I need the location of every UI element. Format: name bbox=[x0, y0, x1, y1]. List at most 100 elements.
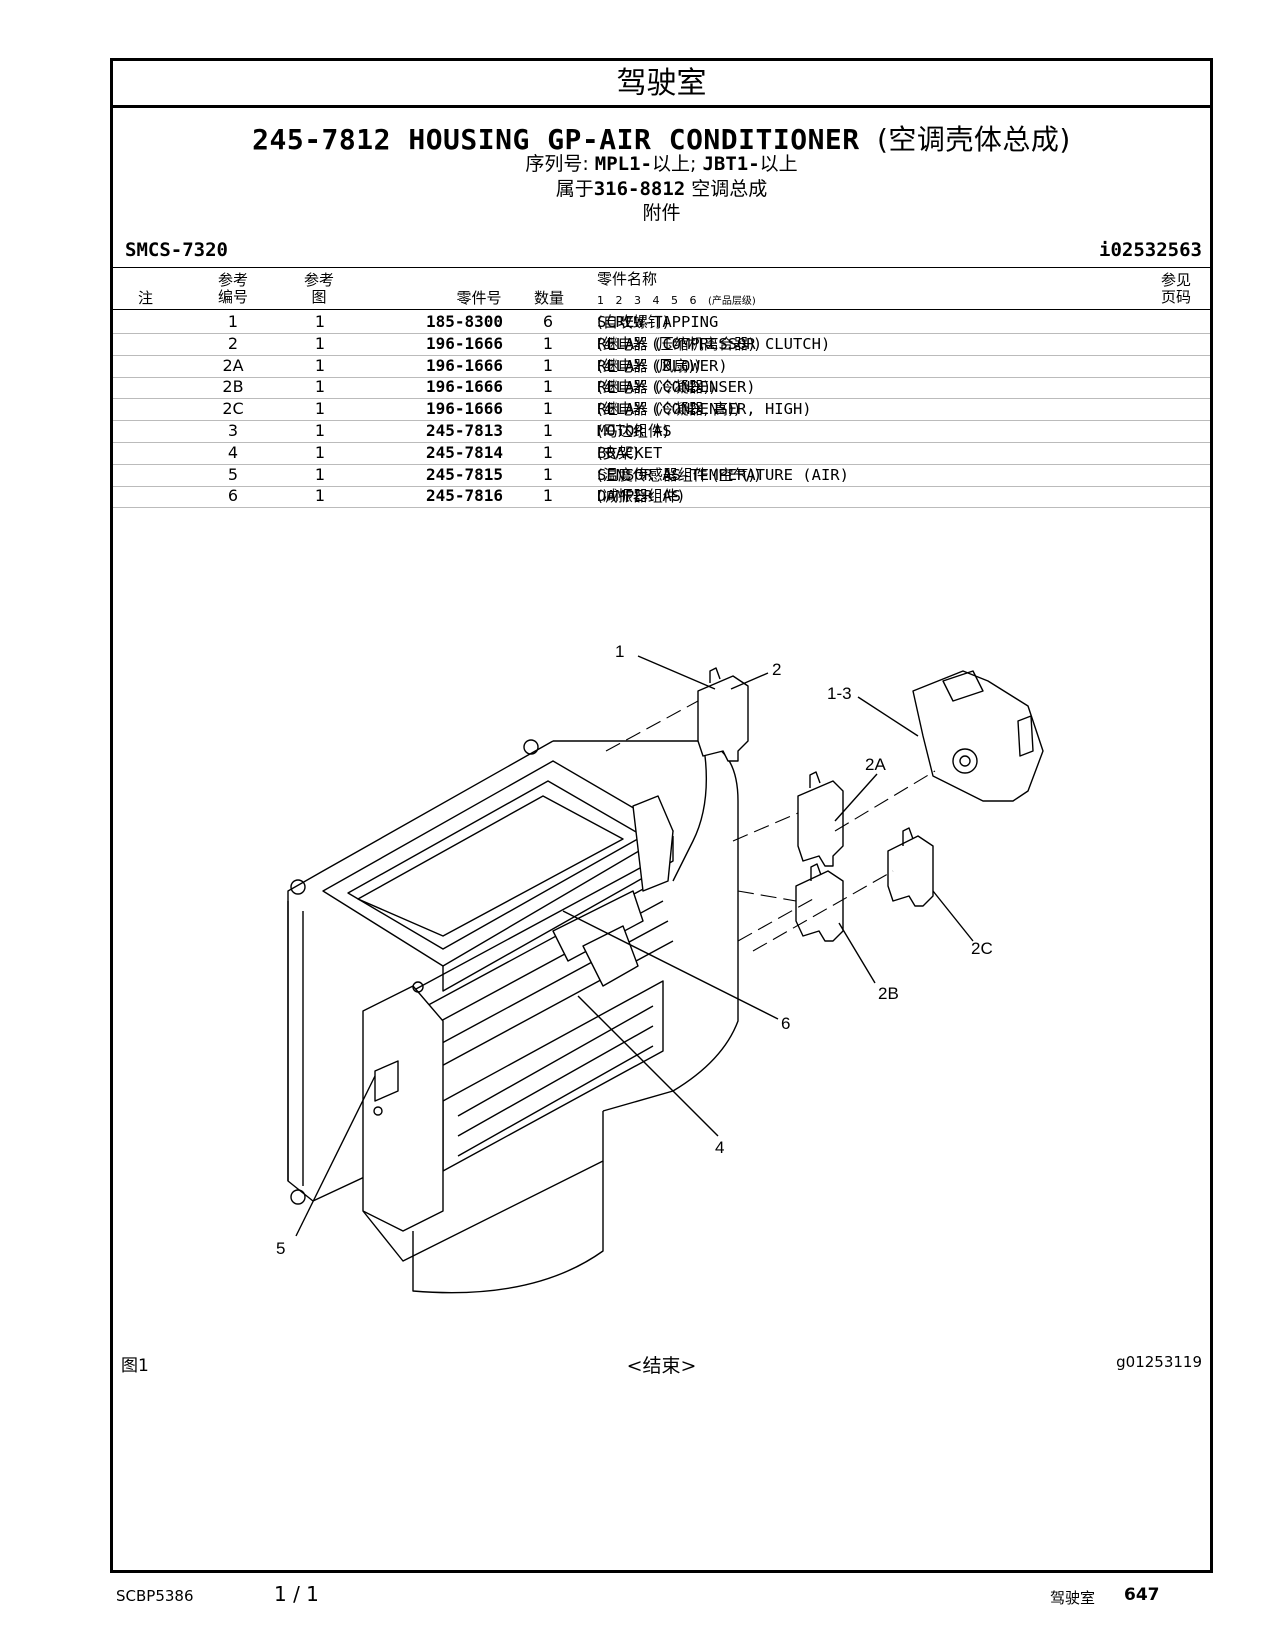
page-frame: 驾驶室 245-7812 HOUSING GP-AIR CONDITIONER … bbox=[110, 58, 1213, 1573]
part-number-cell: 196-1666 bbox=[425, 377, 503, 397]
doc-id: i02532563 bbox=[1099, 239, 1202, 261]
table-row: 1 1 185-8300 6 SCREW-TAPPING (自攻螺钉) bbox=[113, 311, 1210, 334]
fig-cell: 1 bbox=[314, 421, 326, 440]
hdr-see-1: 参见 bbox=[1160, 271, 1191, 289]
callout-1-3: 1-3 bbox=[827, 684, 852, 703]
title-cn: (空调壳体总成) bbox=[877, 123, 1071, 156]
part-name-cn: (自攻螺钉) bbox=[597, 313, 669, 331]
header-rule bbox=[113, 267, 1210, 268]
part-name-cn: (继电器 (压缩机离合器)) bbox=[597, 334, 761, 353]
footer-page-number: 647 bbox=[1124, 1585, 1160, 1605]
qty-cell: 1 bbox=[542, 377, 554, 397]
serial-prefix: 序列号: bbox=[525, 153, 589, 175]
callout-5: 5 bbox=[276, 1239, 285, 1258]
hdr-levels-cn: (产品层级) bbox=[707, 296, 756, 307]
part-name-cn: (马达组件) bbox=[597, 422, 669, 440]
belongs-prefix: 属于 bbox=[555, 178, 594, 200]
qty-cell: 1 bbox=[542, 442, 554, 462]
hdr-name: 零件名称 bbox=[597, 270, 658, 288]
fig-cell: 1 bbox=[314, 464, 326, 484]
ref-cell: 3 bbox=[227, 421, 239, 440]
part-name-cn: (减振器组件) bbox=[597, 487, 684, 506]
part-name-en: SENSOR AS-TEMPERATURE (AIR) bbox=[597, 465, 849, 484]
hdr-ref-2: 编号 bbox=[217, 288, 248, 306]
callout-6: 6 bbox=[781, 1014, 790, 1033]
serial-1-cn: 以上; bbox=[651, 153, 697, 175]
smcs-code: SMCS-7320 bbox=[125, 239, 228, 261]
attachment-line: 附件 bbox=[642, 202, 681, 224]
part-name-cn: (继电器 (冷凝器, 高)) bbox=[597, 400, 740, 419]
qty-cell: 6 bbox=[542, 312, 554, 331]
hdr-qty: 数量 bbox=[533, 289, 564, 307]
title-name: HOUSING GP-AIR CONDITIONER bbox=[408, 123, 860, 156]
qty-cell: 1 bbox=[542, 399, 554, 419]
graphic-id: g01253119 bbox=[1116, 1353, 1202, 1371]
qty-cell: 1 bbox=[542, 464, 554, 484]
belongs-cn: 空调总成 bbox=[691, 178, 768, 200]
part-name-en: BRACKET bbox=[597, 443, 663, 462]
part-name-cn: (继电器 (冷凝器)) bbox=[597, 378, 716, 397]
hdr-fig: 参考 图 bbox=[299, 272, 339, 306]
footer-page-fraction: 1 / 1 bbox=[274, 1582, 319, 1606]
part-name-en: MOTOR AS bbox=[597, 422, 672, 440]
ref-cell: 2A bbox=[222, 355, 244, 375]
part-number-cell: 245-7814 bbox=[425, 442, 503, 462]
part-name-en: RELAY (COMPRESSOR CLUTCH) bbox=[597, 334, 831, 353]
part-number-cell: 196-1666 bbox=[425, 399, 503, 419]
fig-cell: 1 bbox=[314, 399, 326, 419]
part-name-en: RELAY (BLOWER) bbox=[597, 356, 728, 375]
fig-cell: 1 bbox=[314, 312, 326, 331]
hdr-ref-1: 参考 bbox=[217, 271, 248, 289]
table-row: 2A 1 196-1666 1 RELAY (BLOWER) (继电器 (风扇)) bbox=[113, 355, 1210, 378]
part-name-cn: (继电器 (风扇)) bbox=[597, 356, 701, 375]
hdr-ref: 参考 编号 bbox=[213, 272, 253, 306]
part-name-en: DAMPER AS bbox=[597, 487, 681, 506]
qty-cell: 1 bbox=[542, 355, 554, 375]
part-number-cell: 185-8300 bbox=[425, 312, 503, 331]
serial-2-cn: 以上 bbox=[759, 153, 798, 175]
hdr-fig-2: 图 bbox=[311, 288, 327, 306]
serial-1: MPL1- bbox=[594, 153, 652, 175]
fig-cell: 1 bbox=[314, 333, 326, 353]
end-label: <结束> bbox=[626, 1355, 697, 1377]
figure-label: 图1 bbox=[121, 1356, 149, 1376]
section-title: 驾驶室 bbox=[113, 61, 1210, 108]
fig-cell: 1 bbox=[314, 442, 326, 462]
callout-1: 1 bbox=[615, 642, 624, 661]
ref-cell: 2B bbox=[222, 377, 244, 397]
table-row: 2B 1 196-1666 1 RELAY (CONDENSER) (继电器 (冷凝器)… bbox=[113, 376, 1210, 400]
ref-cell: 4 bbox=[227, 442, 239, 462]
part-name-en: RELAY (CONDENSER) bbox=[597, 378, 756, 397]
ref-cell: 6 bbox=[227, 486, 239, 506]
hdr-see-2: 页码 bbox=[1160, 288, 1191, 306]
part-number-cell: 245-7815 bbox=[425, 464, 503, 484]
main-title: 245-7812 HOUSING GP-AIR CONDITIONER (空调壳… bbox=[113, 118, 1210, 158]
header-bottom-rule bbox=[113, 309, 1210, 310]
fig-cell: 1 bbox=[314, 355, 326, 375]
belongs-line: 属于316-8812 空调总成 bbox=[113, 174, 1210, 201]
callout-2: 2 bbox=[772, 660, 781, 679]
fig-cell: 1 bbox=[314, 377, 326, 397]
footer-section: 驾驶室 bbox=[1050, 1589, 1096, 1607]
ref-cell: 2C bbox=[222, 399, 244, 419]
hdr-note: 注 bbox=[138, 289, 154, 307]
part-number-cell: 245-7813 bbox=[425, 421, 503, 440]
ref-cell: 1 bbox=[227, 312, 239, 331]
part-number-cell: 196-1666 bbox=[425, 355, 503, 375]
ref-cell: 2 bbox=[227, 333, 239, 353]
callout-2b: 2B bbox=[878, 984, 899, 1003]
callout-2c: 2C bbox=[971, 939, 993, 958]
hdr-levels: 1 2 3 4 5 6 (产品层级) bbox=[597, 292, 756, 310]
serial-line: 序列号: MPL1-以上; JBT1-以上 bbox=[113, 149, 1210, 176]
part-name-en: SCREW-TAPPING bbox=[597, 313, 719, 331]
callout-4: 4 bbox=[715, 1138, 724, 1157]
footer-doc-code: SCBP5386 bbox=[116, 1587, 194, 1605]
callout-2a: 2A bbox=[865, 755, 886, 774]
part-number-cell: 196-1666 bbox=[425, 333, 503, 353]
fig-cell: 1 bbox=[314, 486, 326, 506]
title-code: 245-7812 bbox=[252, 123, 391, 156]
